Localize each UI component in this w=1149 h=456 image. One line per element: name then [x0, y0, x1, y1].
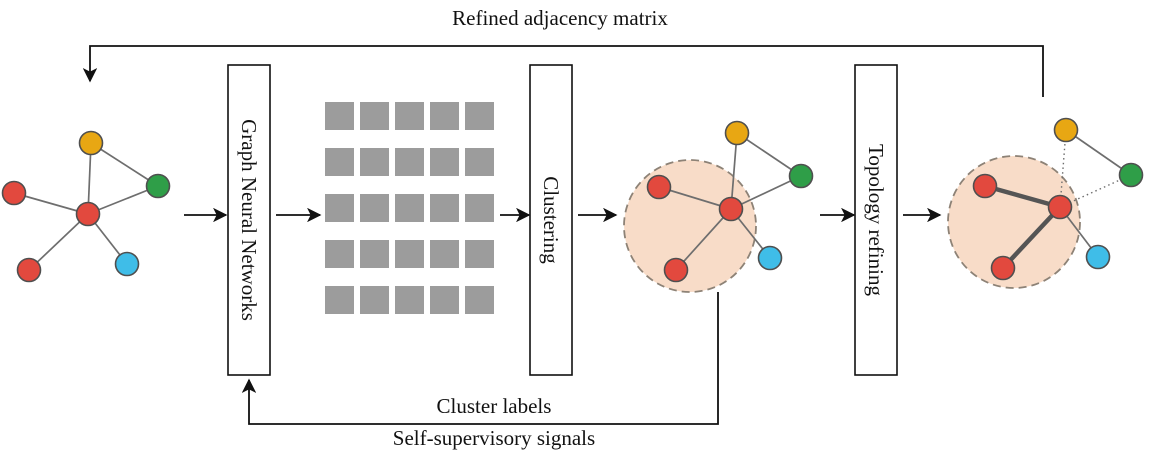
node-red-left	[972, 173, 998, 199]
matrix-cell	[430, 102, 459, 130]
self-supervision-arrow	[241, 292, 719, 425]
matrix-cell	[430, 240, 459, 268]
node-red-bottom	[663, 257, 689, 283]
clustered-graph	[623, 120, 814, 293]
matrix-cell	[325, 194, 354, 222]
matrix-cell	[395, 240, 424, 268]
node-cyan	[114, 251, 140, 277]
edge-redleft-center	[13, 192, 89, 215]
matrix-cell	[360, 240, 389, 268]
matrix-cell	[325, 286, 354, 314]
edge-yellow-center	[730, 132, 738, 210]
embedding-matrix	[325, 102, 494, 314]
matrix-cell	[360, 102, 389, 130]
node-red-center	[75, 201, 101, 227]
node-red-bottom	[16, 257, 42, 283]
edge-redbottom-center-thick	[1000, 204, 1063, 271]
matrix-cell	[395, 194, 424, 222]
cluster-region	[623, 159, 757, 293]
matrix-cell	[360, 286, 389, 314]
clustering-box-label: Clustering	[539, 176, 563, 264]
edge-yellow-green	[1065, 129, 1132, 176]
matrix-cell	[465, 148, 494, 176]
matrix-cell	[325, 102, 354, 130]
node-red-left	[1, 180, 27, 206]
node-cyan	[1085, 244, 1111, 270]
refined-adjacency-arrow	[82, 45, 1044, 97]
input-graph	[1, 130, 171, 283]
edge-redbottom-center	[675, 208, 732, 271]
edge-green-center	[730, 175, 802, 210]
refined-adjacency-feedback: Refined adjacency matrix	[82, 6, 1044, 97]
matrix-cell	[465, 286, 494, 314]
edge-redleft-center-thick	[982, 183, 1063, 210]
matrix-cell	[430, 286, 459, 314]
node-green	[788, 163, 814, 189]
refined-adjacency-label: Refined adjacency matrix	[452, 6, 668, 30]
edge-green-center-dotted	[1059, 174, 1132, 208]
matrix-cell	[395, 148, 424, 176]
matrix-cell	[360, 148, 389, 176]
edge-green-center	[87, 185, 159, 215]
node-red-center	[718, 196, 744, 222]
matrix-cell	[395, 286, 424, 314]
topology-box: Topology refining	[854, 64, 898, 376]
edge-yellow-green	[90, 142, 159, 187]
edge-yellow-green	[736, 132, 802, 177]
matrix-cell	[430, 148, 459, 176]
node-green	[145, 173, 171, 199]
clustering-box-rect	[529, 64, 573, 376]
matrix-cell	[325, 148, 354, 176]
cluster-labels-label: Cluster labels	[437, 394, 552, 418]
topology-box-label: Topology refining	[864, 144, 888, 296]
edge-yellow-center-dotted	[1059, 129, 1067, 208]
clustering-box: Clustering	[529, 64, 573, 376]
node-red-left	[646, 174, 672, 200]
node-yellow	[78, 130, 104, 156]
self-supervision-feedback: Cluster labels Self-supervisory signals	[241, 292, 719, 450]
matrix-cell	[325, 240, 354, 268]
matrix-cell	[465, 240, 494, 268]
matrix-cell	[465, 102, 494, 130]
node-green	[1118, 162, 1144, 188]
edge-redbottom-center	[28, 213, 89, 271]
gnn-box-label: Graph Neural Networks	[237, 119, 261, 321]
matrix-cell	[395, 102, 424, 130]
node-red-center	[1047, 194, 1073, 220]
gnn-box-rect	[227, 64, 271, 376]
edge-redleft-center	[658, 186, 732, 210]
topology-box-rect	[854, 64, 898, 376]
gnn-box: Graph Neural Networks	[227, 64, 271, 376]
matrix-cell	[360, 194, 389, 222]
node-red-bottom	[990, 255, 1016, 281]
matrix-cell	[465, 194, 494, 222]
node-yellow	[1053, 117, 1079, 143]
self-supervisory-label: Self-supervisory signals	[393, 426, 595, 450]
node-cyan	[757, 245, 783, 271]
refined-graph	[947, 117, 1144, 289]
node-yellow	[724, 120, 750, 146]
matrix-cell	[430, 194, 459, 222]
